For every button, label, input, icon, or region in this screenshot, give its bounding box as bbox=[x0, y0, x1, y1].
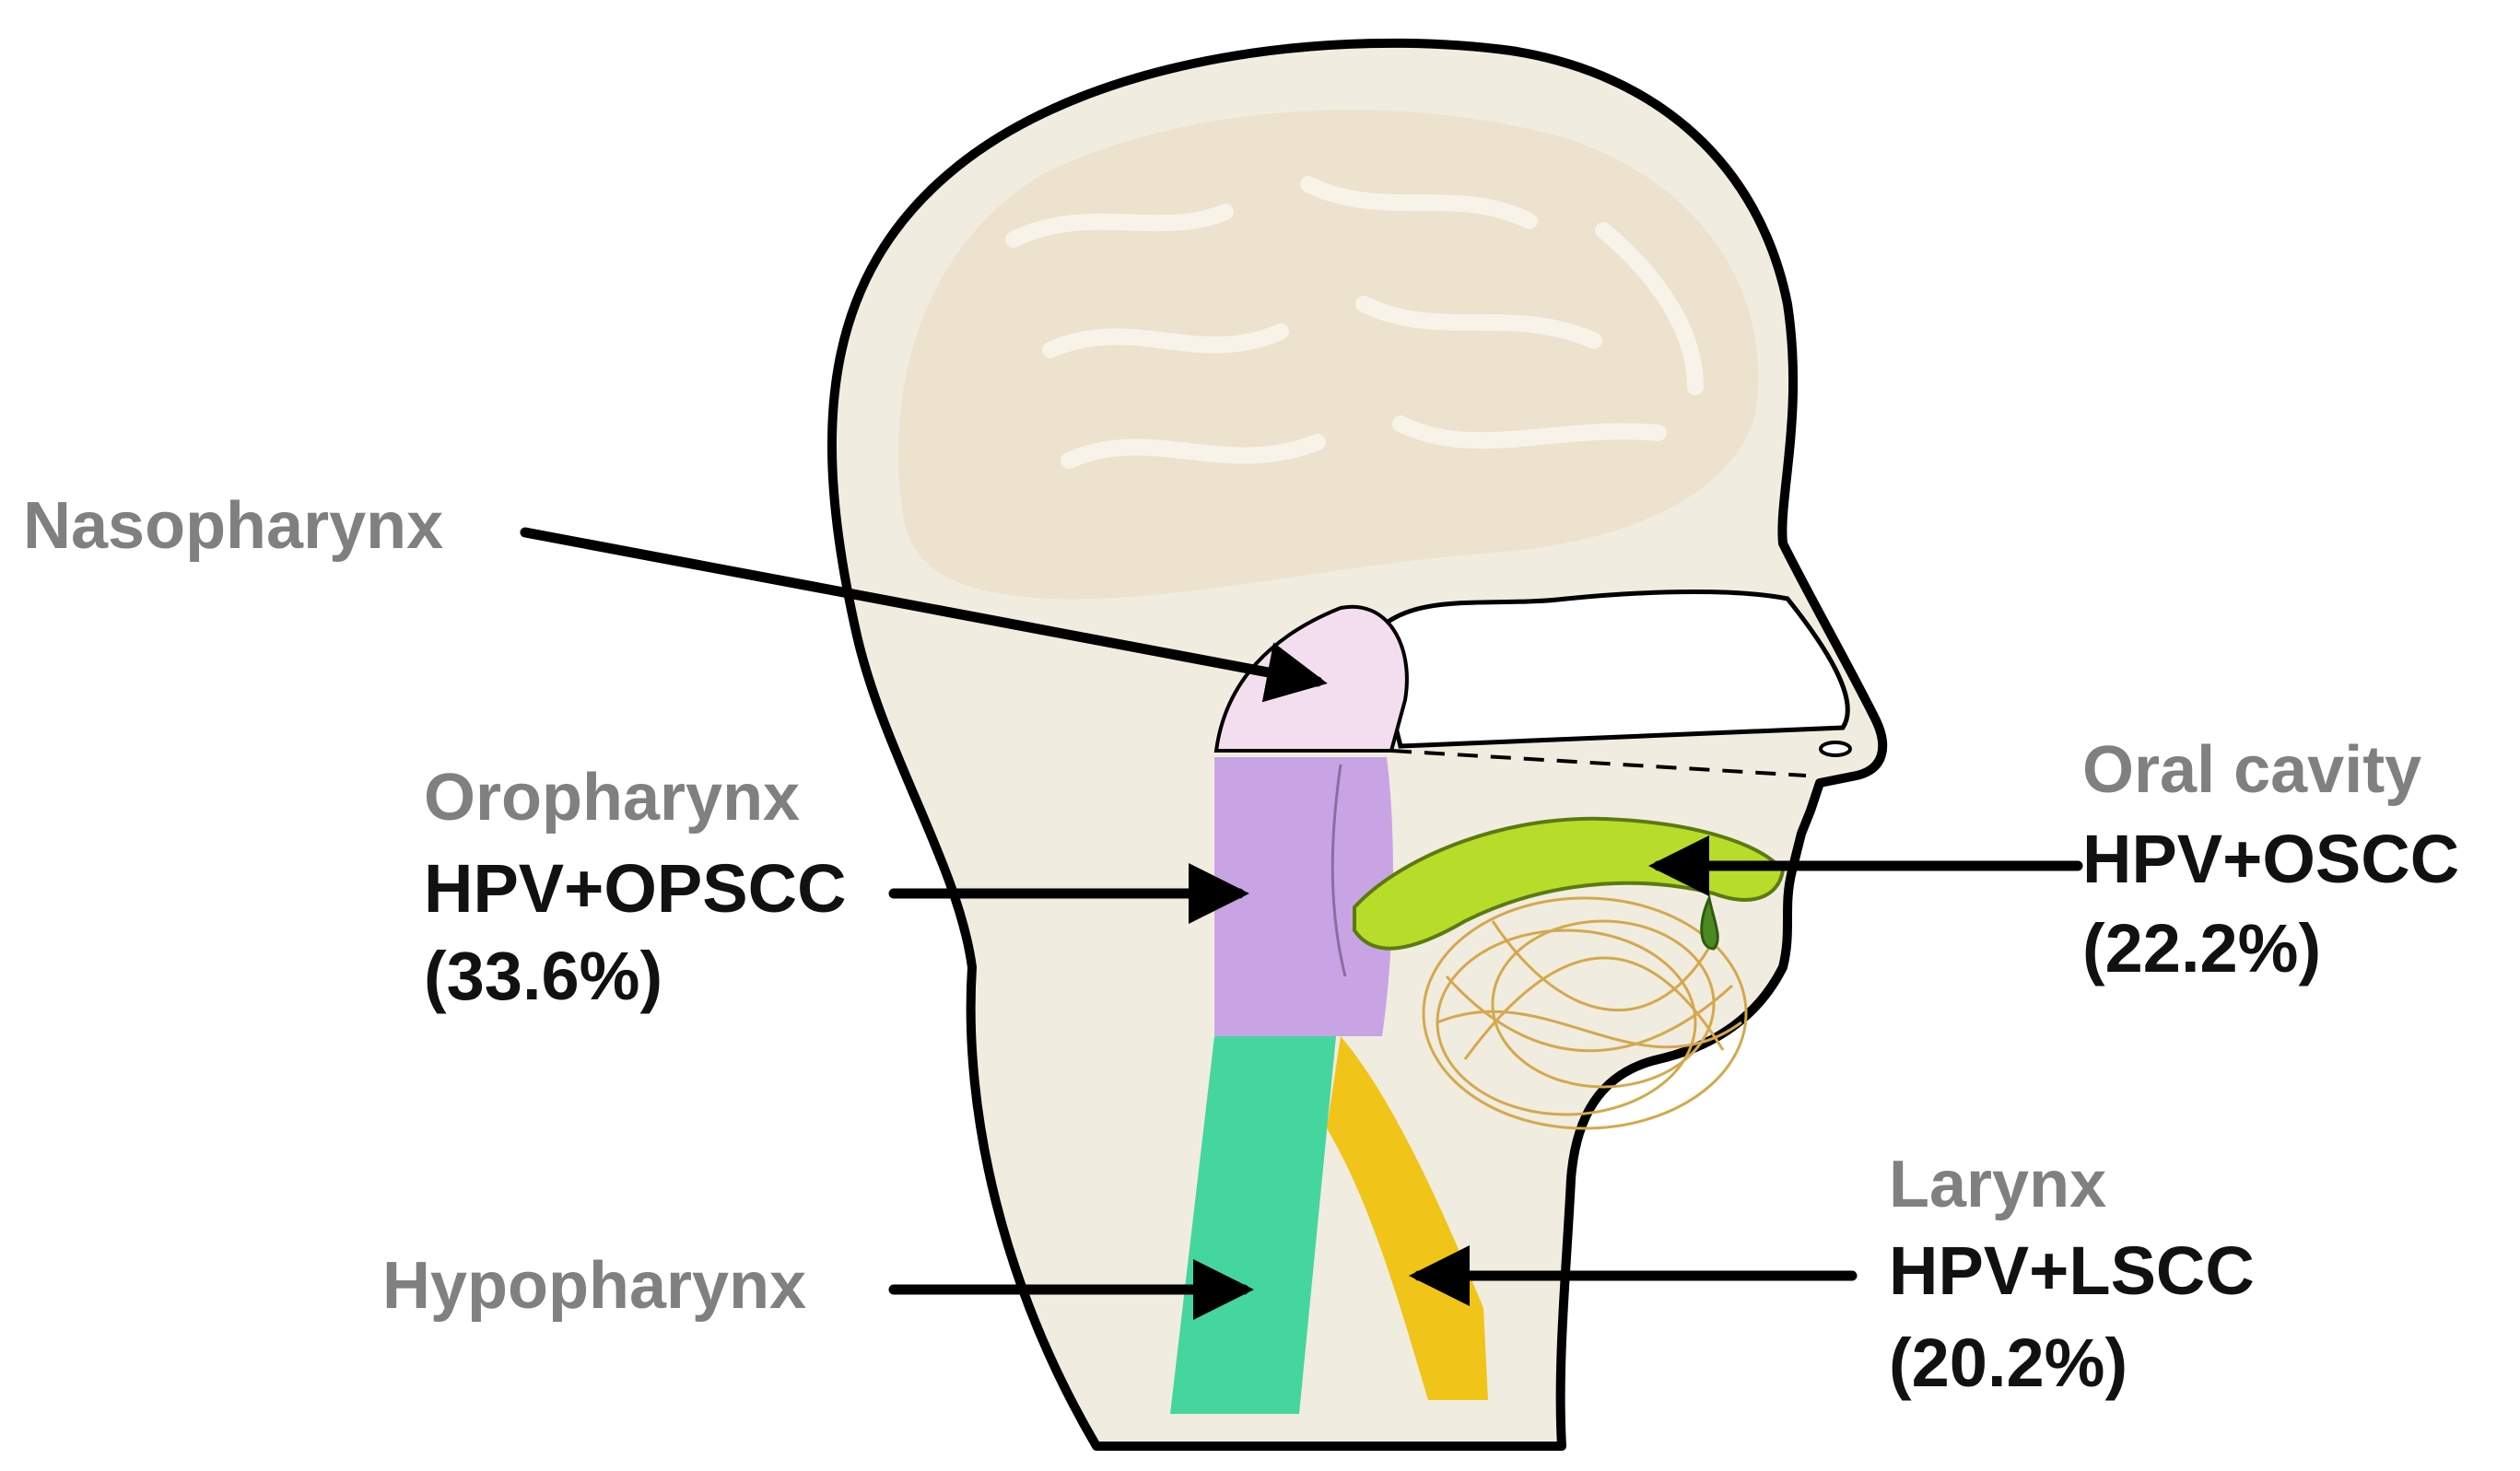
label-oral-cavity-pct: (22.2%) bbox=[2082, 910, 2321, 987]
label-larynx: Larynx bbox=[1889, 1148, 2106, 1221]
uvula-drop bbox=[1700, 893, 1719, 951]
nasopharynx-arrow bbox=[520, 527, 1328, 703]
label-larynx-pct: (20.2%) bbox=[1889, 1325, 2127, 1401]
label-oropharynx-type: HPV+OPSCC bbox=[424, 850, 847, 927]
nostril bbox=[1819, 741, 1852, 757]
label-oropharynx: Oropharynx bbox=[424, 761, 800, 835]
arrows bbox=[520, 527, 2083, 1320]
label-oral-cavity-type: HPV+OSCC bbox=[2082, 821, 2459, 897]
label-hypopharynx: Hypopharynx bbox=[382, 1249, 806, 1323]
oropharynx-inner-line bbox=[1330, 764, 1347, 977]
larynx-region bbox=[1327, 1036, 1488, 1400]
label-oral-cavity: Oral cavity bbox=[2082, 733, 2421, 807]
oral-cavity-scribble bbox=[1422, 896, 1748, 1130]
palate-line bbox=[1390, 749, 1807, 777]
label-larynx-type: HPV+LSCC bbox=[1889, 1232, 2255, 1309]
nasal-cavity bbox=[1370, 590, 1850, 749]
oropharynx-region bbox=[1214, 757, 1393, 1036]
label-nasopharynx: Nasopharynx bbox=[23, 489, 443, 563]
brain-folds bbox=[1005, 176, 1704, 469]
brain-region bbox=[898, 110, 1759, 600]
label-oropharynx-pct: (33.6%) bbox=[424, 938, 662, 1014]
